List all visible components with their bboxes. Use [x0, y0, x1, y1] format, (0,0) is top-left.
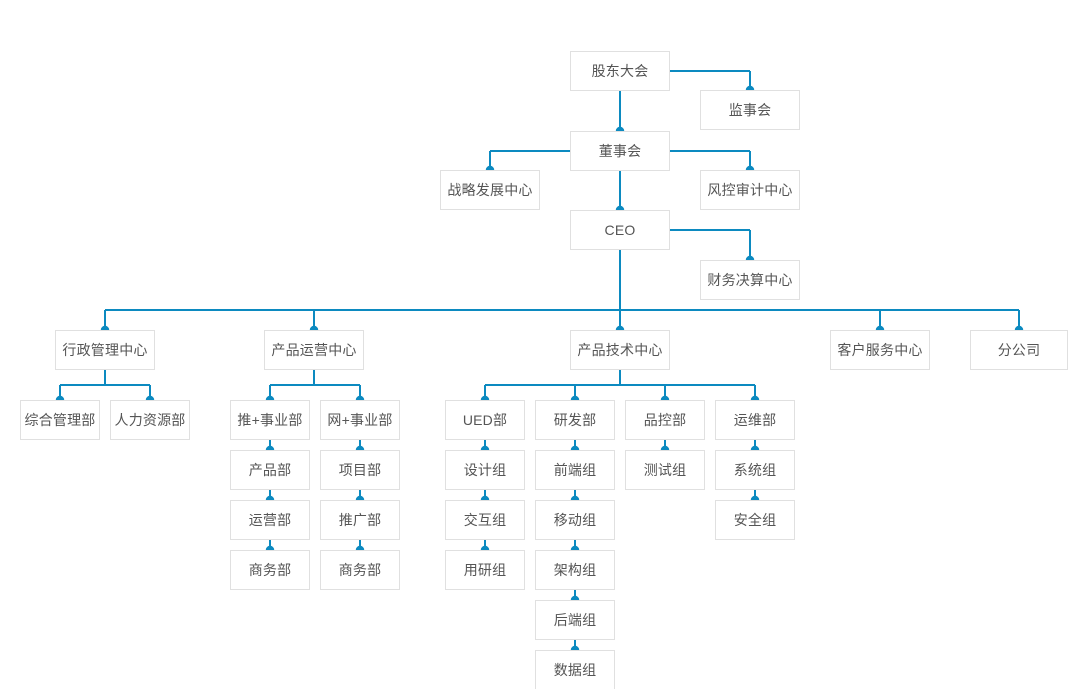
org-node-label: 用研组: [463, 562, 507, 578]
org-node-label: 商务部: [248, 562, 292, 578]
org-node-project_dept[interactable]: 项目部: [320, 450, 400, 490]
org-node-research_group[interactable]: 用研组: [445, 550, 525, 590]
org-node-label: 财务决算中心: [707, 272, 793, 288]
org-node-label: 行政管理中心: [62, 342, 148, 358]
org-node-wangbu[interactable]: 网+事业部: [320, 400, 400, 440]
org-node-label: 设计组: [463, 462, 507, 478]
org-node-label: 商务部: [338, 562, 382, 578]
org-node-qc[interactable]: 品控部: [625, 400, 705, 440]
org-node-label: 综合管理部: [24, 412, 96, 428]
org-node-system_group[interactable]: 系统组: [715, 450, 795, 490]
org-node-label: 产品技术中心: [577, 342, 663, 358]
org-node-prodops[interactable]: 产品运营中心: [264, 330, 364, 370]
org-node-label: 研发部: [553, 412, 597, 428]
org-node-frontend_group[interactable]: 前端组: [535, 450, 615, 490]
org-node-hr[interactable]: 人力资源部: [110, 400, 190, 440]
org-node-label: 运维部: [733, 412, 777, 428]
org-node-data_group[interactable]: 数据组: [535, 650, 615, 689]
org-node-label: 董事会: [598, 143, 642, 159]
org-node-label: 项目部: [338, 462, 382, 478]
org-node-ued[interactable]: UED部: [445, 400, 525, 440]
org-node-label: 品控部: [643, 412, 687, 428]
org-node-operation_dept[interactable]: 运营部: [230, 500, 310, 540]
org-node-ceo[interactable]: CEO: [570, 210, 670, 250]
org-node-label: 产品部: [248, 462, 292, 478]
org-node-label: 后端组: [553, 612, 597, 628]
org-node-security_group[interactable]: 安全组: [715, 500, 795, 540]
org-node-label: 风控审计中心: [707, 182, 793, 198]
org-node-business_dept2[interactable]: 商务部: [320, 550, 400, 590]
org-node-label: 产品运营中心: [271, 342, 357, 358]
org-node-branch[interactable]: 分公司: [970, 330, 1068, 370]
org-node-test_group[interactable]: 测试组: [625, 450, 705, 490]
org-node-strategy[interactable]: 战略发展中心: [440, 170, 540, 210]
org-node-riskaudit[interactable]: 风控审计中心: [700, 170, 800, 210]
org-node-admin[interactable]: 行政管理中心: [55, 330, 155, 370]
org-node-finance[interactable]: 财务决算中心: [700, 260, 800, 300]
org-node-shareholders[interactable]: 股东大会: [570, 51, 670, 91]
org-node-label: 网+事业部: [327, 412, 393, 428]
org-node-product_dept[interactable]: 产品部: [230, 450, 310, 490]
org-node-supervisors[interactable]: 监事会: [700, 90, 800, 130]
org-node-label: 系统组: [733, 462, 777, 478]
org-node-arch_group[interactable]: 架构组: [535, 550, 615, 590]
org-node-label: 推广部: [338, 512, 382, 528]
org-node-business_dept1[interactable]: 商务部: [230, 550, 310, 590]
org-node-ops[interactable]: 运维部: [715, 400, 795, 440]
org-node-label: 推+事业部: [237, 412, 303, 428]
org-node-label: 架构组: [553, 562, 597, 578]
org-node-label: 战略发展中心: [447, 182, 533, 198]
org-node-backend_group[interactable]: 后端组: [535, 600, 615, 640]
org-node-label: UED部: [462, 412, 508, 428]
org-node-label: 移动组: [553, 512, 597, 528]
org-node-tuibu[interactable]: 推+事业部: [230, 400, 310, 440]
org-node-label: 客户服务中心: [837, 342, 923, 358]
org-node-label: 测试组: [643, 462, 687, 478]
org-node-prodtech[interactable]: 产品技术中心: [570, 330, 670, 370]
org-node-label: 监事会: [728, 102, 772, 118]
org-node-label: 前端组: [553, 462, 597, 478]
org-node-board[interactable]: 董事会: [570, 131, 670, 171]
org-node-label: 数据组: [553, 662, 597, 678]
org-node-promote_dept[interactable]: 推广部: [320, 500, 400, 540]
org-node-general[interactable]: 综合管理部: [20, 400, 100, 440]
org-node-customer[interactable]: 客户服务中心: [830, 330, 930, 370]
org-node-label: 运营部: [248, 512, 292, 528]
org-node-label: 安全组: [733, 512, 777, 528]
org-node-mobile_group[interactable]: 移动组: [535, 500, 615, 540]
org-node-label: CEO: [604, 222, 636, 238]
org-node-label: 人力资源部: [114, 412, 186, 428]
org-node-rnd[interactable]: 研发部: [535, 400, 615, 440]
org-node-interact_group[interactable]: 交互组: [445, 500, 525, 540]
org-node-label: 交互组: [463, 512, 507, 528]
org-node-design_group[interactable]: 设计组: [445, 450, 525, 490]
org-node-label: 股东大会: [591, 63, 649, 79]
org-node-label: 分公司: [997, 342, 1041, 358]
